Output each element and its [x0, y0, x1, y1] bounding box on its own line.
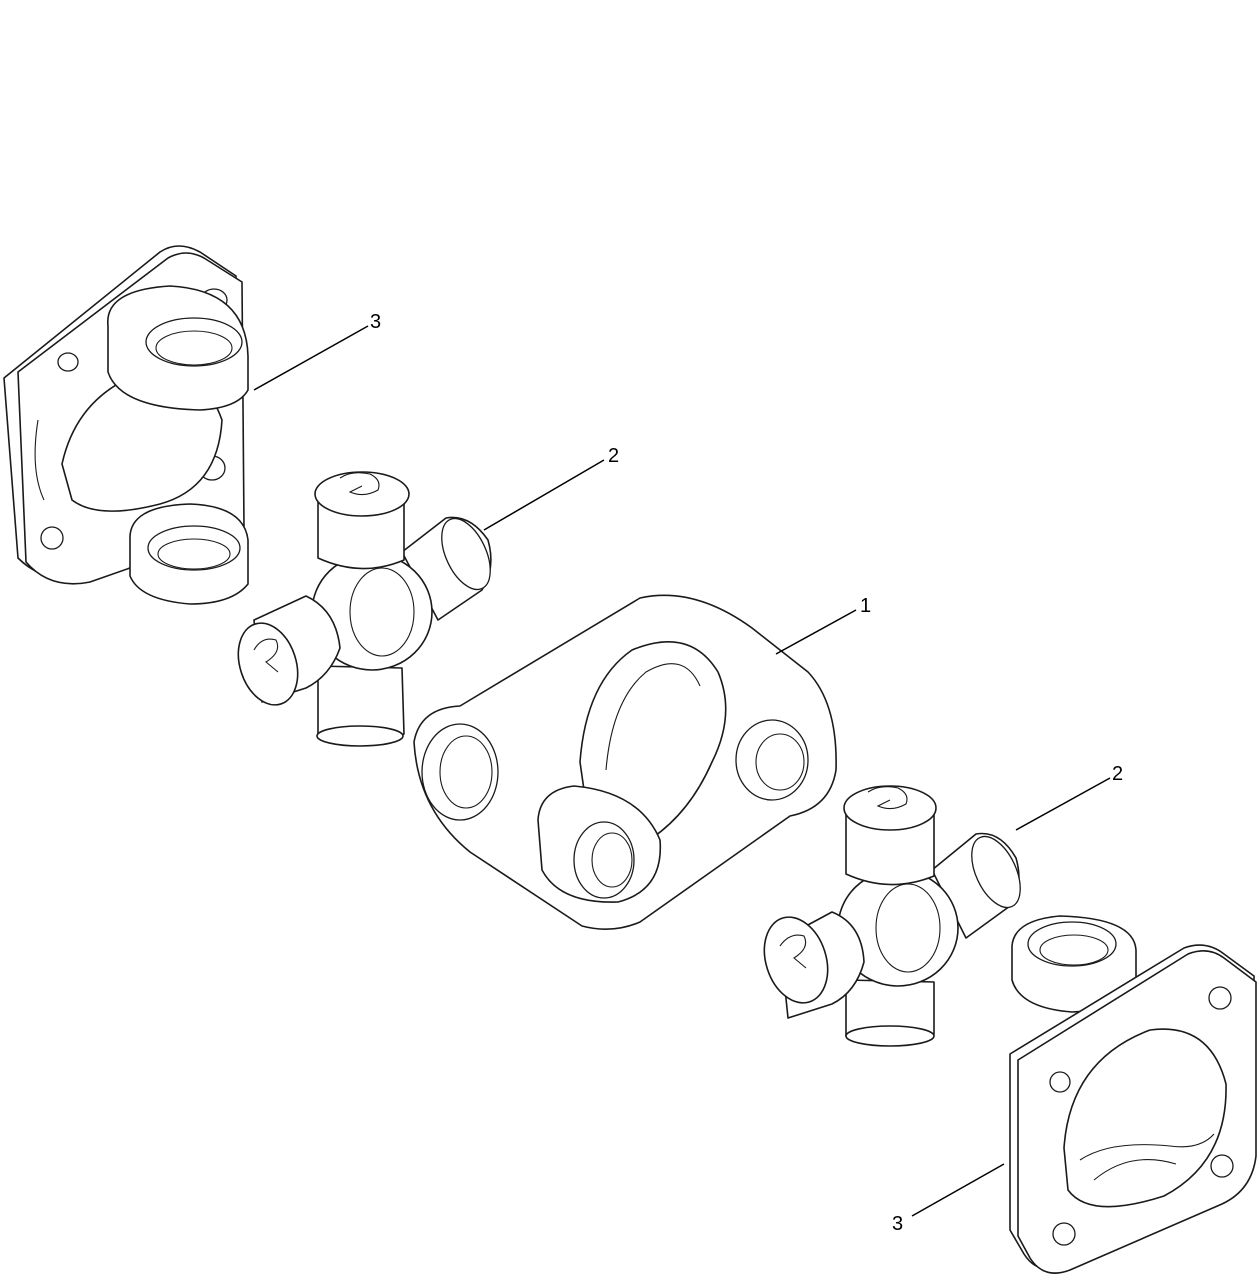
callout-part-3-upper: 3 [370, 311, 381, 333]
callout-part-3-lower: 3 [892, 1213, 903, 1235]
callout-part-2-upper: 2 [608, 445, 619, 467]
leader-line-part-3-lower [911, 1163, 1005, 1217]
leader-line-part-2-upper [483, 459, 605, 531]
center-double-yoke [413, 594, 837, 930]
flange-yoke-upper [3, 245, 249, 605]
leader-line-part-2-lower [1015, 777, 1111, 831]
leader-line-part-3-upper [253, 325, 369, 391]
leader-line-part-1 [775, 609, 857, 655]
universal-joint-cross-upper [237, 471, 492, 747]
universal-joint-cross-lower [763, 785, 1021, 1047]
leader-lines [253, 325, 1111, 1217]
callout-part-2-lower: 2 [1112, 763, 1123, 785]
callouts: 3 2 1 2 3 [370, 311, 1123, 1235]
flange-yoke-lower [1009, 915, 1257, 1274]
callout-part-1: 1 [860, 595, 871, 617]
